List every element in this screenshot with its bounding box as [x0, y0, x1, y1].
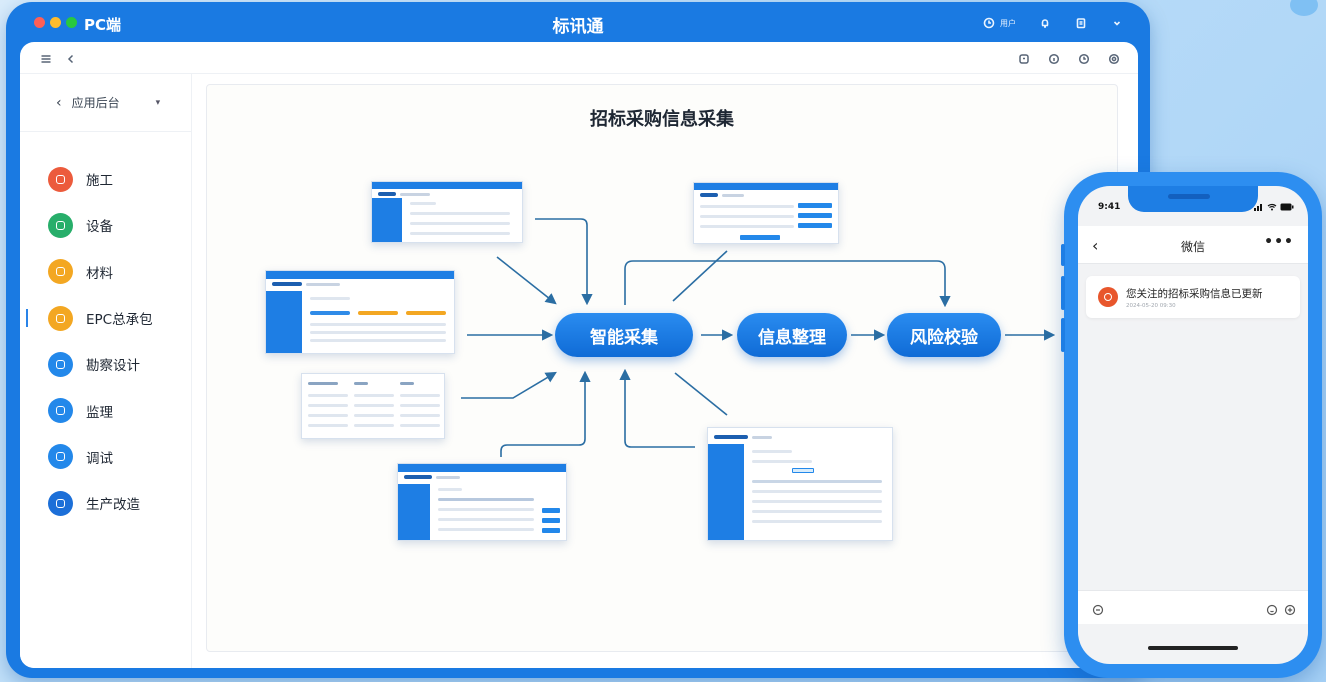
wifi-icon	[1267, 203, 1277, 211]
phone-notch	[1128, 186, 1258, 212]
more-options-icon[interactable]: •••	[1264, 234, 1294, 250]
caret-down-icon: ▾	[155, 97, 161, 108]
maximize-window-button[interactable]	[66, 17, 77, 28]
equipment-icon	[48, 212, 73, 238]
line-top-right-to-collect	[672, 250, 728, 302]
notification-message[interactable]: 您关注的招标采购信息已更新 2024-05-20 09:30	[1086, 276, 1300, 318]
bell-notification-icon	[1098, 287, 1118, 307]
clipboard-icon[interactable]	[1074, 16, 1088, 30]
sidebar-item-production-renovation[interactable]: 生产改造	[20, 480, 191, 526]
screenshot-thumb-3	[265, 270, 455, 354]
flow-arrows	[461, 218, 1056, 457]
chat-input-bar	[1078, 590, 1308, 624]
sidebar-item-label: 勘察设计	[86, 358, 140, 375]
voice-icon[interactable]	[1092, 601, 1104, 620]
status-icons	[1254, 203, 1294, 211]
phone-volume-up	[1061, 276, 1065, 310]
node-smart-collect[interactable]: 智能采集	[555, 313, 693, 357]
line-to-bottom-right-shot	[624, 415, 695, 448]
node-risk-verify[interactable]: 风险校验	[887, 313, 1001, 357]
survey-design-icon	[48, 351, 73, 377]
sidebar-item-equipment[interactable]: 设备	[20, 202, 191, 248]
refresh-icon[interactable]	[1018, 50, 1030, 69]
battery-icon	[1280, 203, 1294, 211]
user-icon	[982, 16, 996, 30]
back-icon[interactable]	[66, 50, 76, 69]
clock-icon[interactable]	[1078, 50, 1090, 69]
line-collect-to-right-shot	[674, 372, 728, 416]
diagram-title: 招标采购信息采集	[590, 109, 734, 130]
window-controls	[34, 17, 77, 28]
sidebar-item-label: 生产改造	[86, 497, 140, 514]
toolbar	[20, 42, 1138, 74]
commissioning-icon	[48, 444, 73, 470]
sidebar-item-label: 调试	[86, 450, 113, 467]
sidebar-item-label: 设备	[86, 219, 113, 236]
sidebar: ‹ 应用后台 ▾ 施工 设备 材料 EPC总承	[20, 74, 192, 668]
arrow-upper-left-to-collect	[496, 256, 557, 305]
screenshot-thumb-6	[707, 427, 893, 541]
construction-icon	[48, 166, 73, 192]
screenshot-thumb-5	[397, 463, 567, 541]
settings-icon[interactable]	[1108, 50, 1120, 69]
sidebar-item-label: 监理	[86, 404, 113, 421]
supervision-icon	[48, 398, 73, 424]
home-indicator	[1148, 646, 1238, 650]
epc-icon	[48, 305, 73, 331]
sidebar-header[interactable]: ‹ 应用后台 ▾	[20, 74, 191, 132]
sidebar-item-commissioning[interactable]: 调试	[20, 434, 191, 480]
title-bar: PC端 标讯通 用户	[6, 2, 1150, 46]
back-arrow-icon[interactable]: ‹	[1092, 236, 1099, 255]
materials-icon	[48, 259, 73, 285]
status-time: 9:41	[1098, 202, 1121, 212]
screenshot-thumb-4	[301, 373, 445, 439]
desktop-window: PC端 标讯通 用户 ‹	[6, 2, 1150, 678]
arrow-loop-top	[624, 260, 951, 308]
diagram-canvas: 招标采购信息采集	[206, 84, 1118, 652]
add-icon[interactable]	[1284, 601, 1296, 620]
bell-icon[interactable]	[1038, 16, 1052, 30]
signal-icon	[1254, 204, 1262, 211]
sidebar-item-epc[interactable]: EPC总承包	[20, 295, 191, 341]
chat-header: ‹ 微信 •••	[1078, 226, 1308, 264]
menu-icon[interactable]	[40, 50, 52, 69]
sidebar-header-label: 应用后台	[71, 96, 120, 110]
window-title: 标讯通	[552, 17, 604, 37]
arrow-bottom-to-collect	[500, 370, 591, 457]
sidebar-item-materials[interactable]: 材料	[20, 249, 191, 295]
arrow-lower-left-to-collect	[461, 371, 557, 399]
close-window-button[interactable]	[34, 17, 45, 28]
phone-mute-switch	[1061, 244, 1065, 266]
message-meta: 2024-05-20 09:30	[1126, 303, 1176, 309]
screenshot-thumb-1	[371, 181, 523, 243]
phone-volume-down	[1061, 318, 1065, 352]
screenshot-thumb-2	[693, 182, 839, 244]
user-label: 用户	[1000, 18, 1016, 28]
info-icon[interactable]	[1048, 50, 1060, 69]
user-menu[interactable]: 用户	[982, 16, 1016, 30]
emoji-icon[interactable]	[1266, 601, 1278, 620]
sidebar-item-label: 施工	[86, 173, 113, 190]
sidebar-item-label: 材料	[86, 265, 113, 282]
app-content: ‹ 应用后台 ▾ 施工 设备 材料 EPC总承	[20, 42, 1138, 668]
background-decoration	[1290, 0, 1318, 16]
sidebar-list: 施工 设备 材料 EPC总承包 勘察设计	[20, 156, 191, 526]
sidebar-item-survey-design[interactable]: 勘察设计	[20, 341, 191, 387]
chevron-down-icon[interactable]	[1110, 16, 1124, 30]
chat-title: 微信	[1180, 240, 1205, 254]
mobile-phone: 9:41 ‹ 微信 ••• 您关注的招标采购信息已更新 2024-05-20 0…	[1061, 172, 1322, 678]
phone-screen: 9:41 ‹ 微信 ••• 您关注的招标采购信息已更新 2024-05-20 0…	[1078, 186, 1308, 664]
sidebar-item-construction[interactable]: 施工	[20, 156, 191, 202]
sidebar-item-supervision[interactable]: 监理	[20, 387, 191, 433]
production-icon	[48, 490, 73, 516]
sidebar-item-label: EPC总承包	[86, 312, 153, 329]
node-info-organize[interactable]: 信息整理	[737, 313, 847, 357]
title-bar-actions: 用户	[982, 16, 1124, 30]
app-name: PC端	[84, 16, 122, 34]
arrow-top-left-to-collect	[535, 218, 593, 306]
minimize-window-button[interactable]	[50, 17, 61, 28]
chevron-left-icon: ‹	[56, 94, 62, 111]
message-text: 您关注的招标采购信息已更新	[1126, 288, 1263, 300]
